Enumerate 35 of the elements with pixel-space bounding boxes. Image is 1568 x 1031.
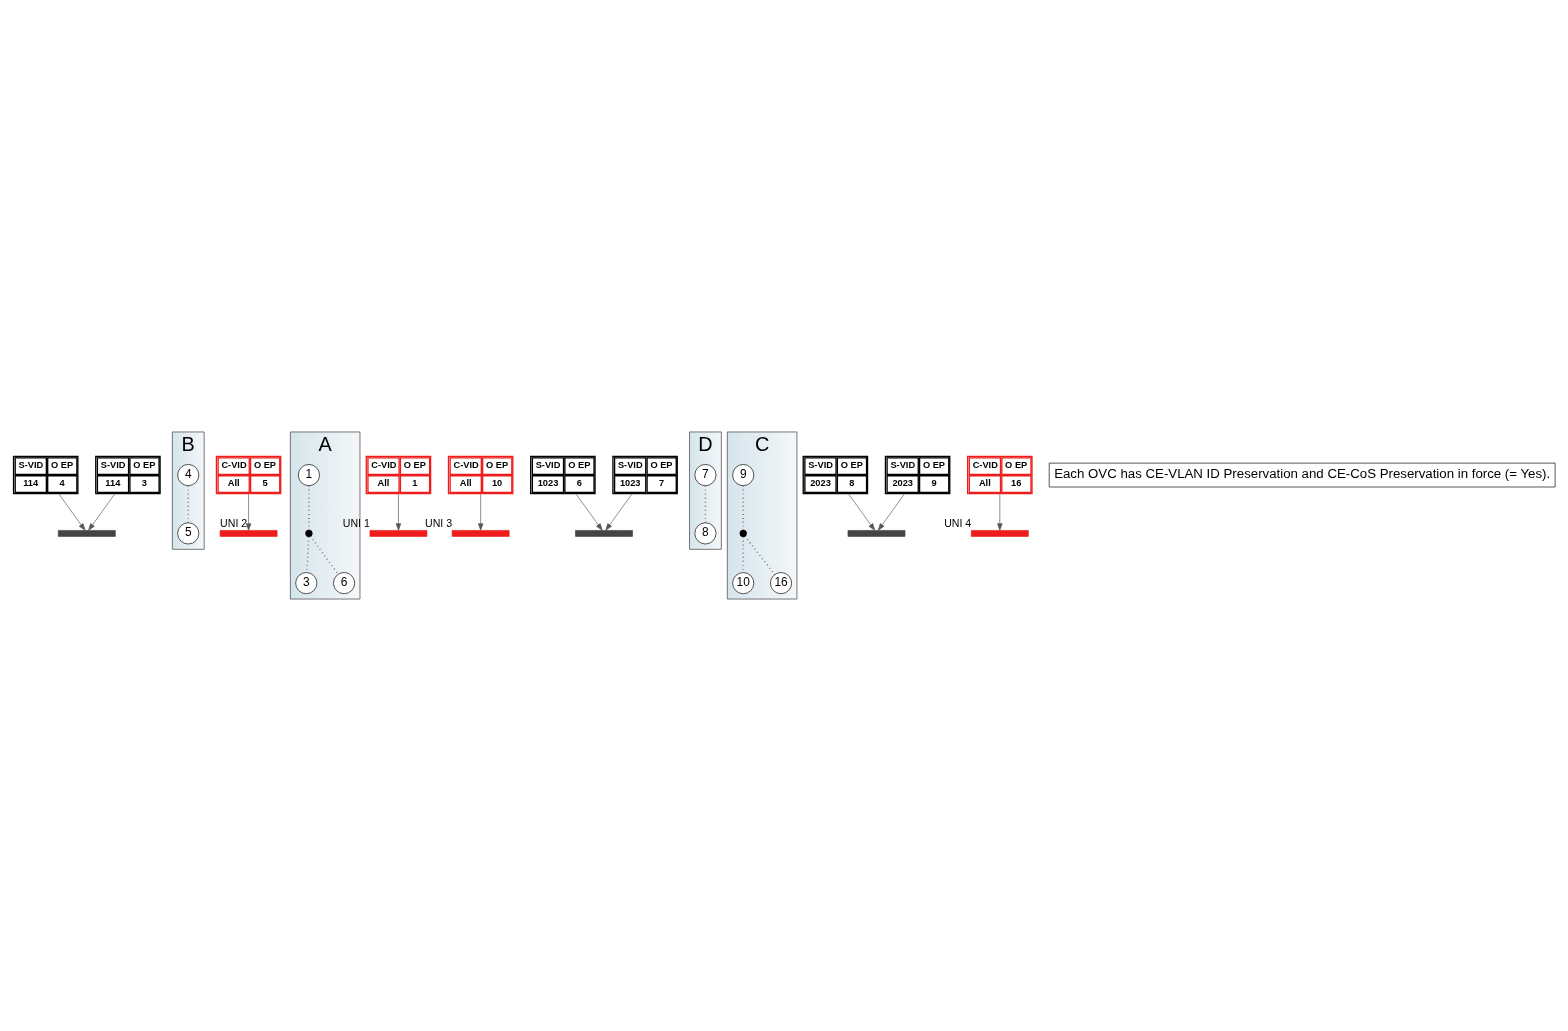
node-circle: 16 [770, 572, 792, 595]
node-circle: 3 [295, 572, 318, 595]
arrow [88, 494, 115, 531]
connector [309, 535, 339, 576]
node-bar [451, 530, 510, 537]
arrow [605, 494, 632, 531]
node-bar [575, 530, 633, 537]
node-bar [219, 530, 278, 537]
arrow [877, 494, 905, 531]
connector [744, 535, 776, 576]
node-circle [739, 529, 747, 538]
node-circle: 6 [333, 572, 355, 595]
node-circle: 1 [298, 464, 320, 486]
node-bar [970, 530, 1029, 537]
node-circle: 10 [732, 572, 755, 595]
node-circle: 4 [177, 464, 200, 486]
arrow [58, 494, 86, 531]
node-circle [305, 529, 313, 538]
node-bar [57, 530, 116, 537]
node-label: UNI 3 [425, 516, 453, 529]
node-label: UNI 2 [220, 516, 248, 529]
arrow [478, 494, 484, 531]
arrow [245, 494, 252, 531]
node-label: UNI 4 [944, 516, 972, 529]
node-bar [847, 530, 906, 537]
node-circle: 5 [177, 522, 200, 545]
arrow [395, 494, 402, 531]
node-circle: 7 [694, 464, 717, 486]
arrow [848, 494, 876, 531]
label: Each OVC has CE-VLAN ID Preservation and CE-CoS Preservation in force (= Yes). [1054, 466, 1551, 482]
node-circle: 9 [732, 464, 755, 486]
arrow [576, 494, 603, 531]
arrow [997, 494, 1003, 531]
node-circle: 8 [694, 522, 717, 545]
node-bar [369, 530, 428, 537]
